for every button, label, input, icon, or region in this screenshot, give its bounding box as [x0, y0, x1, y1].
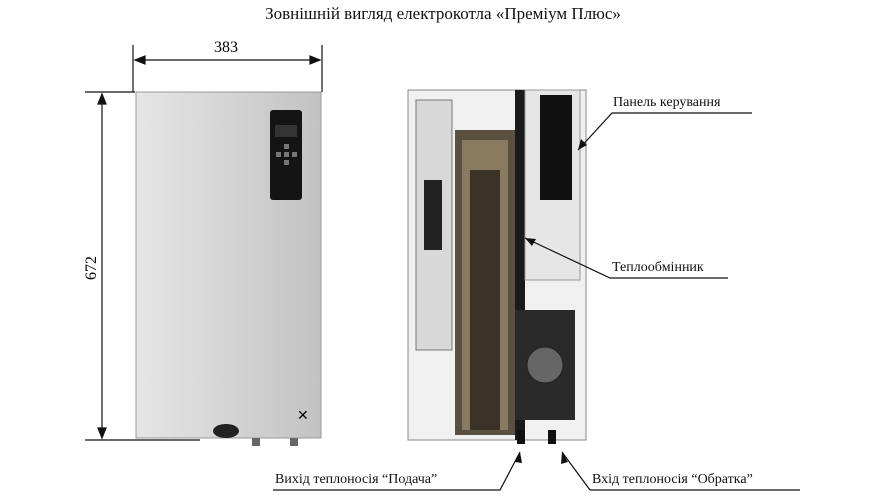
- logo-mark: ✕: [297, 408, 309, 424]
- leader-lines: [273, 112, 800, 491]
- power-switch: [213, 424, 239, 438]
- width-dimension: [132, 45, 323, 92]
- height-value: 672: [83, 256, 100, 280]
- label-supply-outlet: Вихід теплоносія “Подача”: [275, 472, 438, 487]
- figure-title: Зовнішній вигляд електрокотла «Преміум П…: [265, 4, 621, 23]
- label-heat-exchanger: Теплообмінник: [612, 260, 704, 275]
- label-return-inlet: Вхід теплоносія “Обратка”: [592, 472, 753, 487]
- arrowheads: [515, 139, 587, 464]
- control-panel-display: [540, 95, 572, 200]
- width-value: 383: [214, 39, 238, 56]
- boiler-interior-view: [407, 89, 587, 444]
- boiler-front-view: ✕: [135, 91, 322, 446]
- label-control-panel: Панель керування: [613, 95, 721, 110]
- height-dimension: [85, 91, 200, 441]
